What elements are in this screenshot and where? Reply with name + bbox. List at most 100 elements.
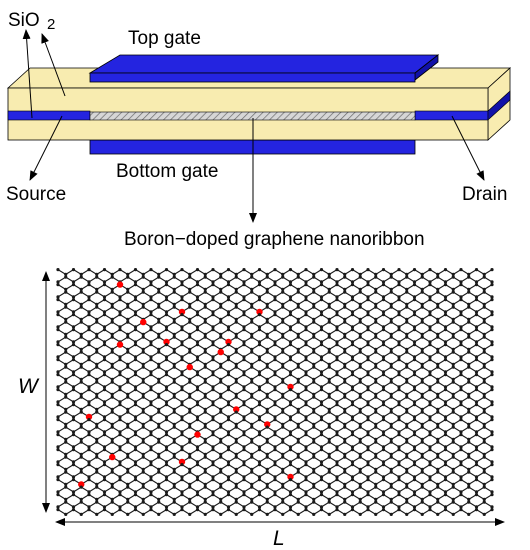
carbon-atom <box>149 355 153 359</box>
carbon-atom <box>203 512 207 517</box>
carbon-atom <box>211 373 215 377</box>
carbon-atom <box>482 485 486 489</box>
carbon-atom <box>71 283 76 287</box>
carbon-atom <box>412 448 417 452</box>
carbon-atom <box>188 287 192 291</box>
carbon-atom <box>118 298 122 302</box>
carbon-atom <box>56 385 60 389</box>
carbon-atom <box>87 505 91 509</box>
carbon-atom <box>443 298 448 302</box>
carbon-atom <box>381 400 386 404</box>
carbon-atom <box>257 403 262 407</box>
carbon-atom <box>211 418 215 422</box>
carbon-atom <box>56 298 60 302</box>
carbon-atom <box>343 275 347 279</box>
carbon-atom <box>327 365 331 369</box>
carbon-atom <box>451 512 455 517</box>
carbon-atom <box>412 388 417 392</box>
carbon-atom <box>335 490 339 494</box>
carbon-atom <box>428 493 432 497</box>
carbon-atom <box>335 445 339 449</box>
carbon-atom <box>319 310 324 314</box>
carbon-atom <box>172 452 176 456</box>
carbon-atom <box>242 268 246 272</box>
carbon-atom <box>172 407 176 411</box>
carbon-atom <box>242 505 246 509</box>
carbon-atom <box>110 467 114 471</box>
carbon-atom <box>374 287 378 291</box>
carbon-atom <box>64 335 68 339</box>
carbon-atom <box>366 385 370 389</box>
carbon-atom <box>436 470 440 474</box>
carbon-atom <box>451 452 455 456</box>
carbon-atom <box>79 380 83 384</box>
carbon-atom <box>436 410 440 414</box>
carbon-atom <box>195 493 200 497</box>
carbon-atom <box>234 290 238 294</box>
carbon-atom <box>459 400 463 404</box>
carbon-atom <box>64 302 68 306</box>
carbon-atom <box>234 317 238 321</box>
carbon-atom <box>482 272 486 276</box>
carbon-atom <box>203 365 207 369</box>
carbon-atom <box>126 290 130 294</box>
carbon-atom <box>490 298 494 302</box>
carbon-atom <box>319 490 324 494</box>
carbon-atom <box>451 365 455 369</box>
carbon-atom <box>164 355 169 359</box>
carbon-atom <box>366 445 370 449</box>
carbon-atom <box>443 400 448 404</box>
carbon-atom <box>451 440 455 444</box>
carbon-atom <box>467 512 471 517</box>
carbon-atom <box>257 295 262 299</box>
carbon-atom <box>257 355 262 359</box>
carbon-atom <box>366 430 370 434</box>
carbon-atom <box>304 460 308 464</box>
carbon-atom <box>296 512 300 517</box>
carbon-atom <box>242 475 246 479</box>
carbon-atom <box>474 478 479 482</box>
carbon-atom <box>273 418 277 422</box>
carbon-atom <box>95 485 99 489</box>
carbon-atom <box>257 388 262 392</box>
carbon-atom <box>87 490 91 494</box>
carbon-atom <box>64 422 68 426</box>
carbon-atom <box>319 418 324 422</box>
carbon-atom <box>482 467 486 471</box>
carbon-atom <box>397 400 401 404</box>
source-label: Source <box>6 184 66 205</box>
carbon-atom <box>87 295 91 299</box>
carbon-atom <box>141 305 145 309</box>
carbon-atom <box>490 400 494 404</box>
carbon-atom <box>226 355 231 359</box>
carbon-atom <box>273 325 277 329</box>
carbon-atom <box>141 272 145 276</box>
carbon-atom <box>319 283 324 287</box>
carbon-atom <box>381 370 386 374</box>
carbon-atom <box>149 280 153 284</box>
carbon-atom <box>482 380 486 384</box>
carbon-atom <box>64 272 68 276</box>
carbon-atom <box>281 452 285 456</box>
carbon-atom <box>474 475 479 479</box>
carbon-atom <box>312 485 316 489</box>
carbon-atom <box>141 407 145 411</box>
carbon-atom <box>350 508 355 512</box>
carbon-atom <box>405 335 409 339</box>
carbon-atom <box>126 437 130 441</box>
carbon-atom <box>79 485 83 489</box>
carbon-atom <box>257 478 262 482</box>
carbon-atom <box>312 365 316 369</box>
carbon-atom <box>412 475 417 479</box>
carbon-atom <box>149 463 153 467</box>
carbon-atom <box>358 485 362 489</box>
carbon-atom <box>157 335 161 339</box>
carbon-atom <box>405 497 409 501</box>
carbon-atom <box>203 485 207 489</box>
carbon-atom <box>257 508 262 512</box>
carbon-atom <box>157 437 161 441</box>
carbon-atom <box>164 268 169 272</box>
carbon-atom <box>474 280 479 284</box>
carbon-atom <box>335 283 339 287</box>
carbon-atom <box>87 283 91 287</box>
